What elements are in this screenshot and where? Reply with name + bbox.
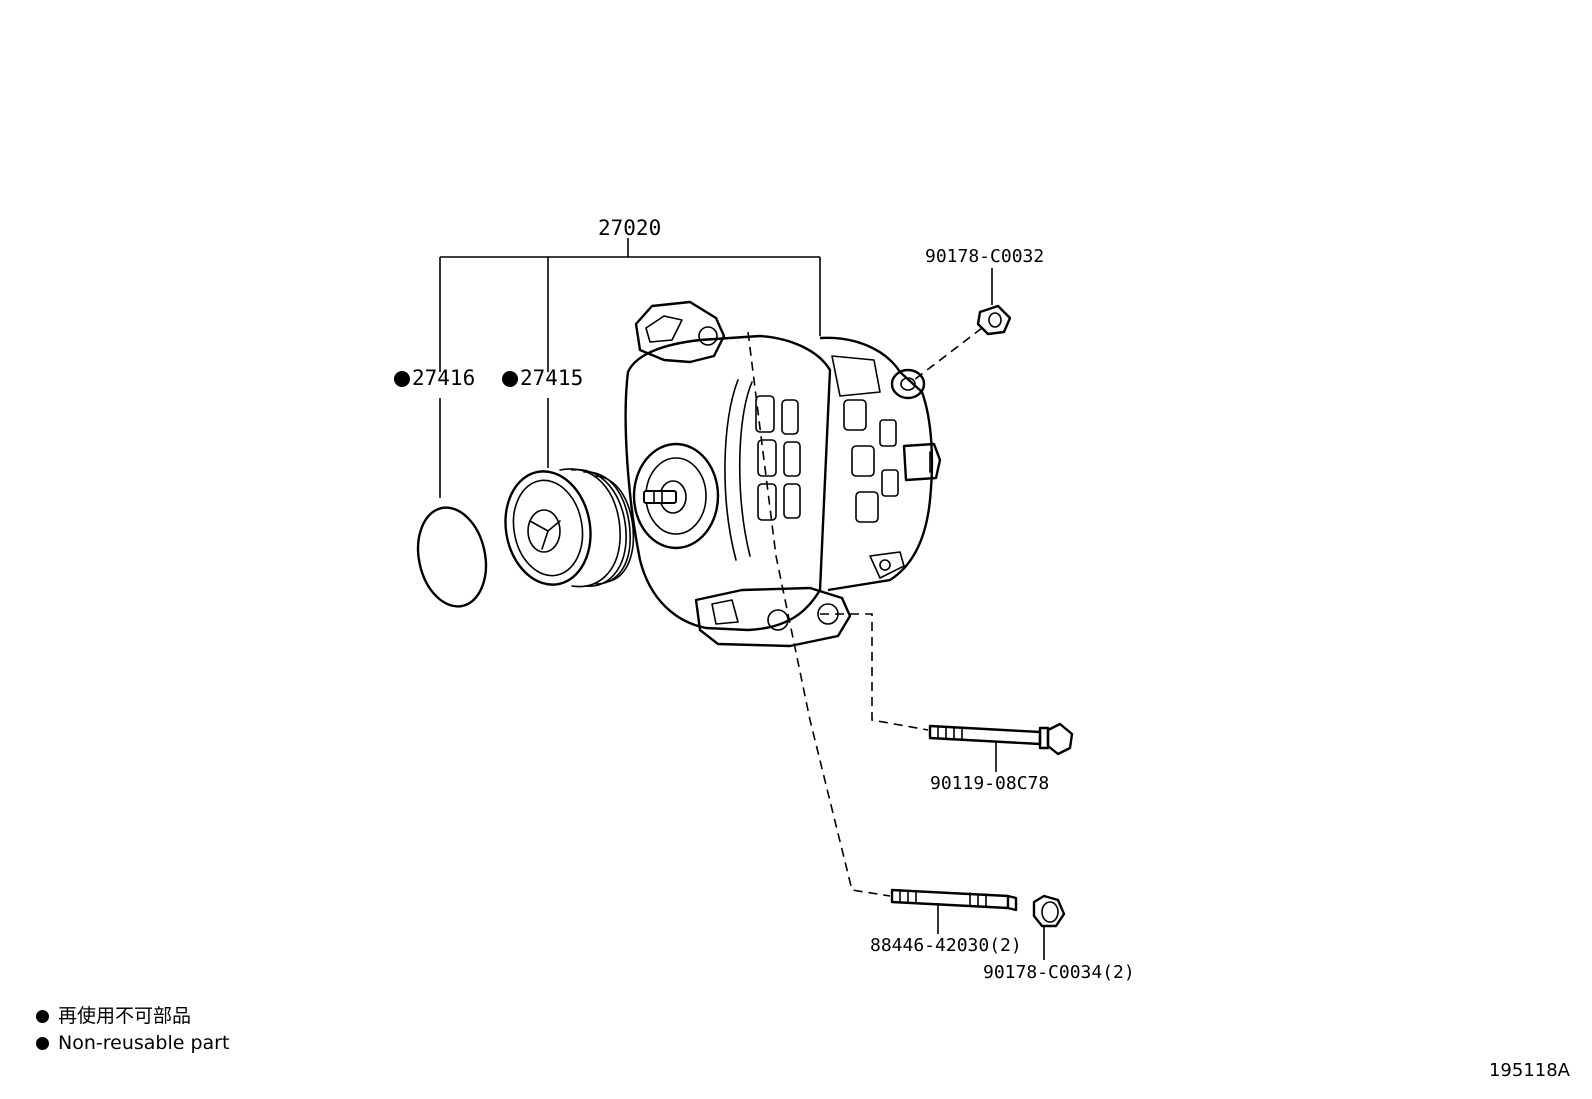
legend-english-text: Non-reusable part <box>58 1032 230 1054</box>
non-reusable-dot <box>502 371 518 387</box>
drawing-id: 195118A <box>1488 1060 1570 1081</box>
legend-japanese-text: 再使用不可部品 <box>58 1005 192 1027</box>
legend-row-japanese: 再使用不可部品 <box>36 1003 229 1030</box>
legend: 再使用不可部品 Non-reusable part <box>36 1003 229 1057</box>
pulley-cap <box>416 506 488 608</box>
label-88446-42030: 88446-42030(2) <box>870 935 1022 956</box>
label-27415-group: 27415 <box>502 366 583 390</box>
label-27415: 27415 <box>520 366 583 390</box>
mounting-bolt <box>820 613 1074 772</box>
legend-row-english: Non-reusable part <box>36 1030 229 1057</box>
legend-dot-icon <box>36 1010 49 1023</box>
label-27416-group: 27416 <box>394 366 475 390</box>
clutch-pulley <box>504 468 635 588</box>
stud-bolt <box>747 331 1018 934</box>
label-90178-c0034: 90178-C0034(2) <box>983 962 1135 983</box>
nut-top <box>913 268 1012 381</box>
label-27020: 27020 <box>598 216 661 240</box>
alternator <box>624 300 942 648</box>
label-90178-c0032: 90178-C0032 <box>925 246 1044 267</box>
legend-dot-icon <box>36 1037 49 1050</box>
label-27416: 27416 <box>412 366 475 390</box>
non-reusable-dot <box>394 371 410 387</box>
nut-bottom <box>1032 894 1066 960</box>
label-90119-08c78: 90119-08C78 <box>930 773 1049 794</box>
assembly-bracket <box>439 238 821 498</box>
